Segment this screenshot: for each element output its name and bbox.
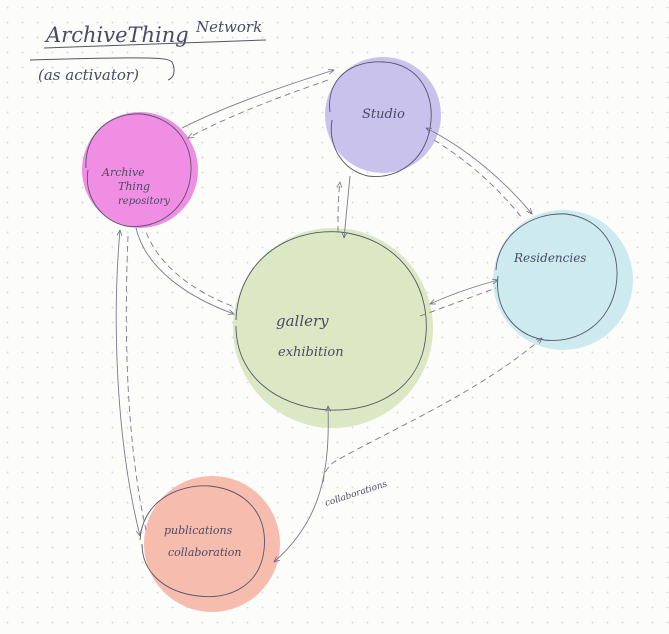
title-line1: ArchiveThing — [44, 23, 189, 47]
edge-archive-publications — [115, 230, 140, 536]
edge-label-collaborations: collaborations — [324, 479, 389, 509]
title-suffix: Network — [195, 18, 262, 36]
edge-studio-residencies — [426, 128, 532, 214]
node-publications-fill — [144, 476, 280, 612]
edge-archive-studio — [181, 70, 334, 129]
archive-label-line2: Thing — [118, 180, 150, 193]
node-studio-fill — [325, 57, 441, 173]
node-gallery-outline — [235, 231, 427, 411]
node-publications-outline — [139, 485, 265, 598]
diagram-title: ArchiveThing Network (as activator) — [29, 18, 267, 84]
publications-label-line2: collaboration — [168, 546, 242, 559]
node-archive-label: Archive Thing repository — [101, 166, 170, 207]
archive-label-line1: Archive — [101, 166, 145, 179]
edge-gallery-archive — [145, 231, 233, 307]
node-residencies-fill — [493, 210, 633, 350]
node-publications-label: publications collaboration — [164, 524, 242, 559]
node-residencies-label: Residencies — [513, 251, 586, 265]
title-line2: (as activator) — [38, 66, 139, 84]
node-archive-fill — [82, 112, 198, 228]
title-underline — [43, 39, 267, 49]
archive-label-line3: repository — [118, 196, 170, 207]
node-studio-label: Studio — [362, 107, 405, 122]
edge-gallery-residencies-2 — [419, 287, 497, 317]
edge-gallery-studio — [338, 182, 340, 233]
publications-label-line1: publications — [164, 524, 233, 537]
edge-gallery-publications — [274, 406, 328, 562]
title-bracket — [29, 57, 175, 81]
gallery-label-line1: gallery — [276, 312, 329, 330]
node-archive-outline — [85, 113, 192, 227]
edge-studio-residencies-2 — [433, 139, 523, 219]
node-gallery-label: gallery exhibition — [276, 312, 344, 360]
edge-gallery-residencies — [430, 280, 498, 305]
node-gallery-fill — [233, 228, 433, 428]
gallery-label-line2: exhibition — [278, 345, 344, 360]
edge-residencies-collab — [323, 338, 542, 487]
node-residencies-outline — [495, 213, 618, 341]
edge-studio-archive — [188, 79, 329, 138]
edge-studio-gallery — [344, 175, 351, 238]
